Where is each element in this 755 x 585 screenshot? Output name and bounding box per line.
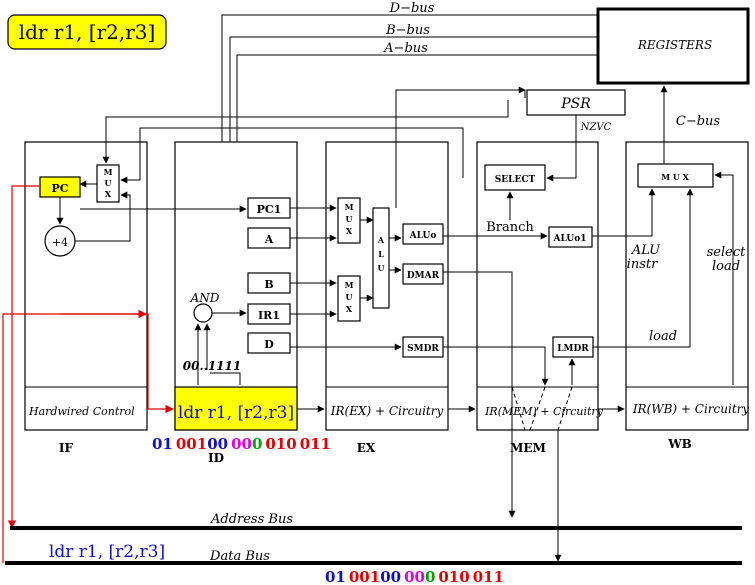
a-bus-label: A−bus	[383, 41, 428, 56]
d-bus-label: D−bus	[389, 1, 435, 16]
data-bus-instruction: ldr r1, [r2,r3]	[49, 542, 165, 562]
svg-text:X: X	[105, 189, 112, 199]
ir1-register: IR1	[247, 303, 291, 325]
alu01-register: ALUo1	[548, 226, 593, 248]
svg-text:ALUo1: ALUo1	[553, 234, 587, 244]
psr-label: PSR	[560, 96, 591, 112]
ex-ir-label: IR(EX) + Circuitry	[330, 404, 444, 418]
plus4-adder: +4	[44, 225, 76, 257]
mem-label: MEM	[510, 441, 546, 455]
d-register: D	[247, 332, 291, 354]
svg-text:SMDR: SMDR	[407, 344, 439, 354]
svg-text:X: X	[346, 304, 353, 314]
svg-text:U: U	[378, 263, 385, 273]
select-load-label-2: load	[712, 259, 740, 274]
svg-text:M U X: M U X	[661, 172, 689, 182]
svg-text:A: A	[377, 235, 385, 245]
if-mux: M U X	[96, 164, 120, 203]
wb-ir-label: IR(WB) + Circuitry	[632, 402, 750, 416]
wb-mux: M U X	[637, 163, 714, 188]
b-register: B	[247, 272, 291, 294]
alu-block: A L U	[372, 207, 390, 309]
svg-text:U: U	[105, 178, 112, 188]
svg-text:B: B	[264, 278, 273, 291]
and-gate	[193, 303, 213, 323]
svg-text:PC1: PC1	[257, 203, 282, 216]
select-block: SELECT	[484, 164, 546, 191]
svg-text:SELECT: SELECT	[495, 175, 536, 185]
id-label: ID	[208, 451, 224, 465]
a-register: A	[247, 227, 291, 249]
wb-label: WB	[667, 437, 692, 451]
svg-text:X: X	[346, 226, 353, 236]
svg-text:U: U	[346, 292, 353, 302]
pc-block: PC	[39, 176, 81, 198]
select-load-label-1: select	[707, 245, 746, 260]
alu0-register: ALUo	[402, 223, 444, 245]
alu-instr-label-2: instr	[627, 257, 658, 272]
svg-text:L: L	[378, 249, 384, 259]
id-instruction-label: ldr r1, [r2,r3]	[178, 403, 294, 423]
lmdr-register: LMDR	[552, 336, 594, 358]
ex-mux-bottom: M U X	[337, 275, 361, 322]
svg-text:LMDR: LMDR	[557, 344, 589, 354]
load-label: load	[649, 329, 677, 344]
psr-block: PSR	[526, 89, 626, 116]
svg-text:M: M	[345, 202, 354, 212]
svg-text:IR1: IR1	[258, 309, 280, 322]
smdr-register: SMDR	[402, 336, 444, 358]
ex-label: EX	[357, 441, 376, 455]
branch-label: Branch	[486, 220, 534, 235]
pc-label: PC	[51, 182, 68, 195]
svg-text:M: M	[345, 280, 354, 290]
nzvc-label: NZVC	[580, 122, 612, 133]
dmar-register: DMAR	[402, 263, 444, 285]
alu-instr-label-1: ALU	[631, 243, 661, 258]
b-bus-label: B−bus	[385, 23, 430, 38]
registers-label: REGISTERS	[637, 38, 712, 52]
svg-text:A: A	[264, 233, 274, 246]
and-label: AND	[190, 291, 220, 305]
c-bus-label: C−bus	[676, 114, 721, 129]
instruction-badge-text: ldr r1, [r2,r3]	[19, 20, 156, 44]
pc1-register: PC1	[247, 197, 291, 219]
svg-text:D: D	[264, 338, 274, 351]
if-label: IF	[59, 441, 74, 455]
plus4-label: +4	[52, 236, 68, 249]
data-bus-label: Data Bus	[209, 549, 270, 564]
svg-text:ALUo: ALUo	[409, 231, 437, 241]
svg-text:U: U	[346, 214, 353, 224]
ex-mux-top: M U X	[337, 197, 361, 244]
instruction-badge: ldr r1, [r2,r3]	[7, 14, 167, 50]
const-label: 00..1111	[183, 359, 241, 373]
svg-text:M: M	[104, 167, 113, 177]
svg-text:DMAR: DMAR	[407, 271, 440, 281]
mem-ir-label: IR(MEM) + Circuitry	[484, 405, 604, 418]
hardwired-control-label: Hardwired Control	[28, 405, 135, 418]
registers-block: REGISTERS	[596, 7, 750, 85]
address-bus-label: Address Bus	[210, 512, 293, 527]
